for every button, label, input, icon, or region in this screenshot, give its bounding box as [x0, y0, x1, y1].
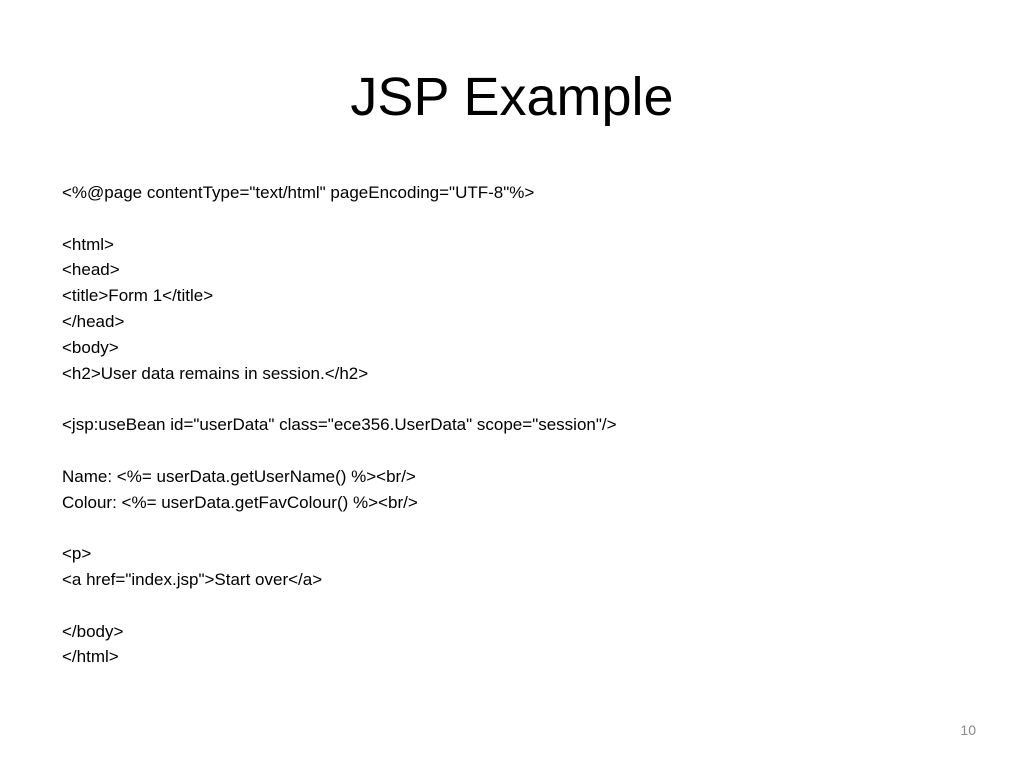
code-line: </html> [62, 647, 119, 667]
code-line: <head> [62, 260, 120, 280]
code-line: <title>Form 1</title> [62, 286, 214, 306]
code-line: <%@page contentType="text/html" pageEnco… [62, 183, 535, 202]
page-number: 10 [960, 722, 976, 738]
code-line: </body> [62, 621, 124, 641]
code-line: Colour: <%= userData.getFavColour() %><b… [62, 492, 418, 512]
code-line: <h2>User data remains in session.</h2> [62, 363, 369, 383]
code-line [62, 438, 962, 464]
code-block: <%@page contentType="text/html" pageEnco… [62, 180, 962, 670]
slide-title: JSP Example [350, 67, 674, 127]
code-line [62, 386, 962, 412]
code-line: <html> [62, 234, 114, 254]
code-line: <jsp:useBean id="userData" class="ece356… [62, 415, 617, 435]
code-line [62, 206, 962, 232]
code-line [62, 515, 962, 541]
code-line: <p> [62, 544, 92, 564]
code-line: <body> [62, 337, 119, 357]
code-line [62, 593, 962, 619]
code-line: <a href="index.jsp">Start over</a> [62, 569, 323, 589]
code-line: Name: <%= userData.getUserName() %><br/> [62, 466, 416, 486]
code-line: </head> [62, 311, 125, 331]
